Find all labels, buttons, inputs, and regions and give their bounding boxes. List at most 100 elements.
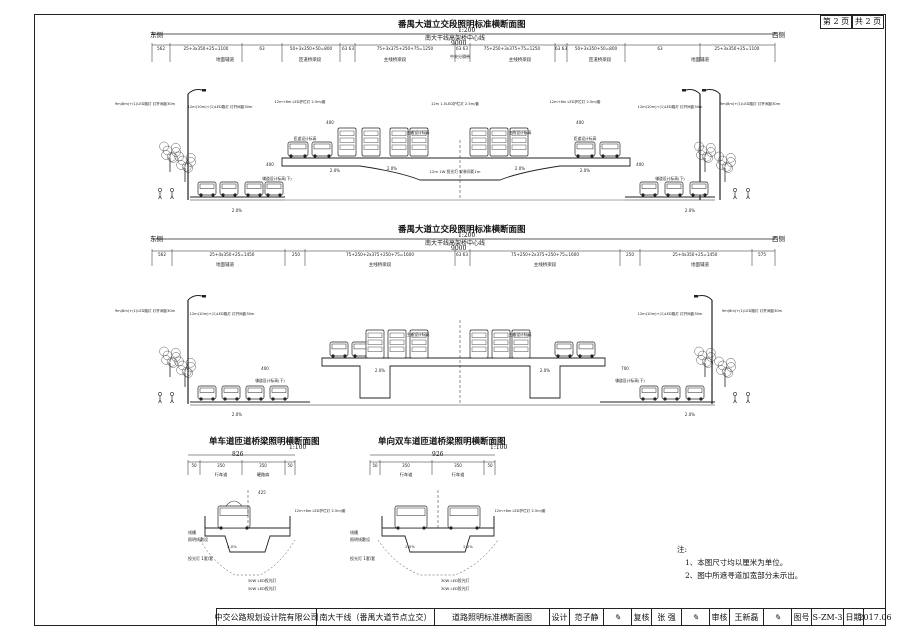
label-led-floodlight: 30W LED投光灯	[441, 586, 470, 591]
car	[447, 505, 481, 529]
vehicle-window	[271, 387, 287, 393]
slope-label: 2.0%	[515, 166, 525, 171]
dim-value: 75+250+3x375+75=1250	[484, 46, 541, 51]
slope-label: 2.0%	[580, 168, 590, 173]
pedestrian-icon	[170, 188, 174, 192]
tree-foliage	[722, 367, 732, 377]
dim-value: 63 63	[342, 46, 354, 51]
figure-number: S-ZM-3	[811, 609, 843, 626]
tree-foliage	[694, 141, 704, 152]
tree-foliage	[177, 360, 188, 371]
slope-label: 2.0%	[330, 168, 340, 173]
dim-small: 400	[576, 120, 584, 125]
vehicle-window	[266, 183, 282, 189]
section-1-side-left: 东侧	[150, 31, 163, 39]
lane-label: 地面辅道	[691, 56, 709, 63]
vehicle-wheel	[331, 354, 335, 358]
date-label: 日期	[843, 609, 863, 626]
elevation-annotation: 主线设计标高	[509, 332, 532, 337]
bus-window	[513, 332, 529, 338]
bus-window	[471, 339, 487, 345]
bus-window	[493, 346, 509, 352]
pedestrian-leg	[171, 399, 174, 404]
viaduct-deck	[281, 157, 631, 181]
dim-small: 400	[636, 162, 644, 167]
tree-foliage	[176, 160, 186, 170]
section-2-side-left: 东侧	[150, 235, 163, 243]
lamp-note: 12m(10m)+(1)LED路灯 灯杆间距30m	[638, 311, 703, 316]
vehicle-window	[313, 143, 331, 150]
bus-window	[471, 346, 487, 352]
section-1-title: 番禺大道立交段照明标准横断面图	[398, 20, 526, 30]
lamp-note: 12m+6m LED护栏灯 2.5m/套	[550, 99, 601, 104]
bus-window	[411, 332, 427, 338]
slope-label: 2.0%	[540, 368, 550, 373]
label-led-floodlight: 30W LED投光灯	[248, 586, 277, 591]
elevation-annotation: 辅道设计标高(下)	[615, 378, 645, 383]
car	[217, 505, 251, 529]
lane-label: 地面辅道	[691, 261, 709, 268]
dim-small: 700	[621, 366, 629, 371]
lamp-note: 9m(8m)+(1)LED路灯 灯杆间距30m	[720, 101, 781, 106]
tree-foliage	[697, 350, 708, 361]
street-lamp-head	[202, 89, 206, 92]
lane-label: 地面辅道	[216, 261, 234, 268]
section-2-side-right: 西侧	[772, 235, 785, 243]
vehicle-wheel	[199, 397, 203, 401]
vehicle-wheel	[283, 397, 287, 401]
vehicle-wheel	[219, 526, 223, 530]
lane-label: 地面辅道	[216, 56, 234, 63]
vehicle-window	[396, 507, 426, 516]
lamp-note: 12m+6m LED护栏灯 2.5m/套	[295, 508, 346, 513]
lamp-note: 9m(8m)+(1)LED路灯 灯杆间距30m	[722, 308, 783, 313]
tree-foliage	[697, 145, 708, 156]
lane-label: 主线桥梁段	[534, 261, 557, 268]
bus-window	[391, 144, 407, 150]
vehicle-wheel	[556, 354, 560, 358]
lamp-note: 12m+6m LED护栏灯 2.5m/套	[495, 508, 546, 513]
tree-foliage	[694, 346, 704, 357]
vehicle-wheel	[641, 397, 645, 401]
dim-value: 562	[157, 46, 165, 51]
vehicle-window	[331, 343, 347, 350]
tree-foliage	[703, 153, 713, 163]
section-1-total-width: 9000	[451, 40, 467, 47]
review-signature: ✎	[681, 609, 709, 626]
light-cone	[199, 539, 296, 576]
vehicle-window	[663, 387, 679, 393]
pedestrian-leg	[170, 399, 173, 404]
label-cabling: 照明线敷设	[350, 536, 370, 542]
notes: 注: 1、本图尺寸均以厘米为单位。 2、图中所遮寻道加宽部分未示出。	[677, 543, 802, 582]
section-1-axis-label: 南大干线高架桥中心线	[425, 35, 486, 42]
pedestrian-leg	[733, 399, 736, 404]
design-signature: ✎	[603, 609, 631, 626]
bus	[511, 329, 531, 359]
bus	[469, 329, 489, 359]
dim-value: 50	[191, 463, 197, 468]
bus-window	[471, 137, 487, 143]
dim-small: 425	[258, 490, 266, 495]
dim-value: 63 63	[456, 252, 468, 257]
bus-window	[513, 346, 529, 352]
tree-foliage	[162, 350, 173, 361]
vehicle-wheel	[653, 397, 657, 401]
tree-foliage	[183, 163, 193, 173]
vehicle-window	[691, 183, 707, 189]
car	[394, 505, 428, 529]
label-cable-trough: 线槽	[350, 529, 358, 535]
lane-label: 行车道	[452, 471, 465, 478]
lane-label: 主线桥梁段	[384, 56, 407, 63]
tree-foliage	[162, 145, 173, 156]
lamp-note: 9m(8m)+(1)LED路灯 灯杆间距30m	[115, 101, 176, 106]
bus	[387, 329, 407, 359]
vehicle-wheel	[691, 193, 695, 197]
pedestrian-leg	[158, 195, 161, 200]
vehicle-wheel	[699, 397, 703, 401]
dim-value: 250	[626, 252, 634, 257]
bus-window	[389, 339, 405, 345]
tree-foliage	[723, 163, 733, 173]
elevation-annotation: 主线设计标高	[509, 130, 532, 135]
